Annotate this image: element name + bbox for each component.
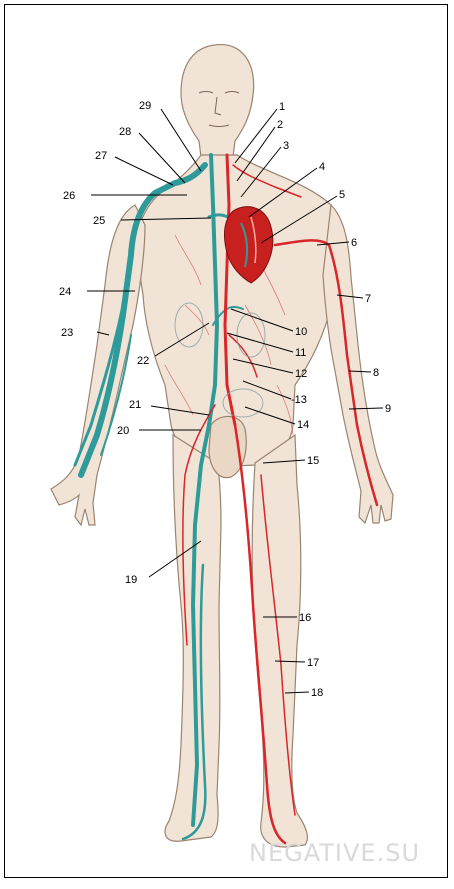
label-28: 28: [119, 126, 131, 138]
label-12: 12: [295, 368, 307, 380]
label-15: 15: [307, 455, 319, 467]
label-2: 2: [277, 119, 283, 131]
watermark: NEGATIVE.SU: [249, 839, 420, 867]
label-22: 22: [137, 355, 149, 367]
label-24: 24: [59, 286, 71, 298]
label-9: 9: [385, 403, 391, 415]
label-11: 11: [295, 347, 306, 359]
label-17: 17: [307, 657, 319, 669]
label-10: 10: [295, 326, 307, 338]
figure-frame: 1 2 3 4 5 6 7 8 9 10 11 12 -13 14 15 16 …: [4, 4, 448, 878]
label-7: 7: [365, 293, 371, 305]
label-1: 1: [279, 101, 285, 113]
body-silhouette: [51, 45, 393, 847]
label-14: 14: [297, 419, 309, 431]
label-27: 27: [95, 150, 107, 162]
label-23: 23: [61, 327, 73, 339]
label-8: 8: [373, 367, 379, 379]
label-20: 20: [117, 425, 129, 437]
label-26: 26: [63, 190, 75, 202]
label-25: 25: [93, 215, 105, 227]
label-13: -13: [291, 394, 307, 406]
label-19: 19: [125, 574, 137, 586]
label-5: 5: [339, 189, 345, 201]
circulatory-system-illustration: 1 2 3 4 5 6 7 8 9 10 11 12 -13 14 15 16 …: [5, 5, 454, 889]
label-3: 3: [283, 140, 289, 152]
label-18: 18: [311, 687, 323, 699]
label-4: 4: [319, 161, 325, 173]
label-16: 16: [299, 612, 311, 624]
label-6: 6: [351, 237, 357, 249]
label-21: 21: [129, 399, 141, 411]
label-29: 29: [139, 100, 151, 112]
